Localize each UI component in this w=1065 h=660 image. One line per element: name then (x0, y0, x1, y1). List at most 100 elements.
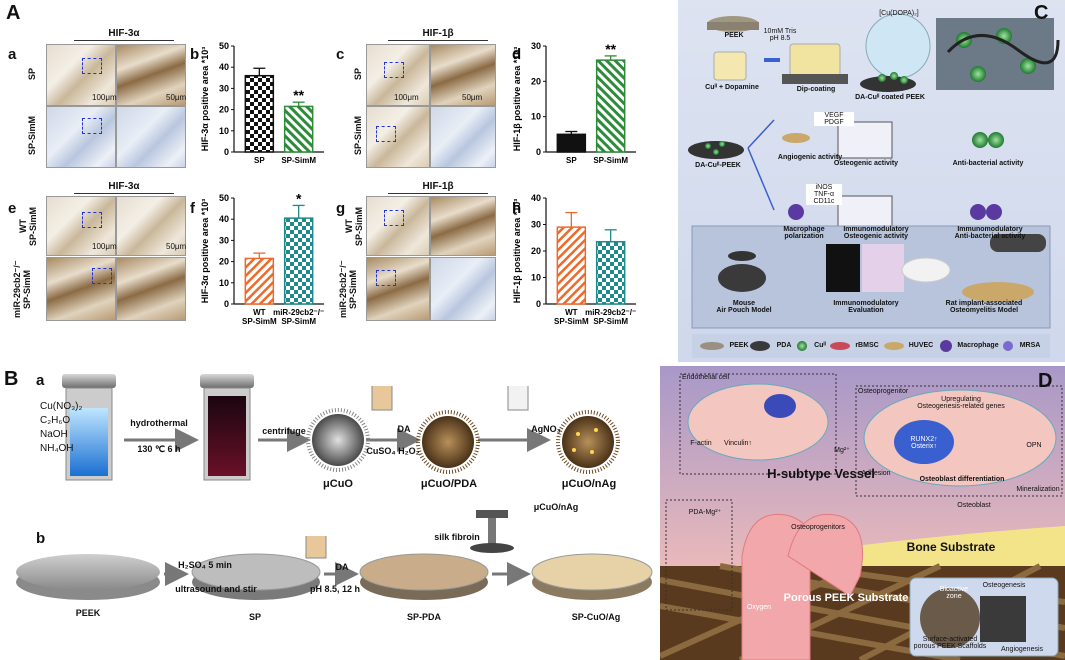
label-angiogenic: Angiogenic activity (777, 154, 843, 161)
significance-marker: ** (605, 41, 616, 57)
label-rat: Rat implant-associated Osteomyelitis Mod… (945, 300, 1023, 314)
dark-solution (208, 396, 246, 476)
spiky-particle (556, 410, 620, 474)
subpanel-letter-f: f (190, 200, 195, 217)
label-macrophage: Macrophage polarization (783, 226, 825, 240)
step-agno3: AgNO₃ (531, 424, 561, 434)
y-tick-label: 30 (531, 220, 541, 230)
micrograph-e2-low (46, 257, 116, 321)
step-h2so4: H₂SO₄ 5 min (178, 560, 232, 570)
label-osteoprogenitor: Osteoprogenitor (858, 388, 909, 395)
micrograph-g1-high (430, 196, 496, 256)
label-oxygen: Oxygen (746, 604, 772, 611)
subpanel-letter-g: g (336, 200, 346, 217)
beaker-icon (507, 386, 529, 411)
reagent-list: Cu(NO₃)₂ C₂H₆O NaOH NH₄OH (40, 400, 82, 456)
y-tick-label: 40 (219, 62, 229, 72)
micrograph-e1-low (46, 196, 116, 256)
label-dip-coating: Dip-coating (796, 86, 836, 93)
y-tick-label: 0 (224, 299, 229, 309)
scale-bar-100: 100μm (92, 242, 117, 251)
y-tick-label: 20 (531, 76, 541, 86)
micrograph-g1-low (366, 196, 430, 256)
micrograph-c1-low (366, 44, 430, 106)
micrograph-a1-high (116, 44, 186, 106)
label-sp-cuo-ag: SP-CuO/Ag (571, 612, 621, 622)
rat-icon (901, 257, 951, 283)
label-vegf: VEGF PDGF (814, 112, 854, 126)
subpanel-letter-c: c (336, 46, 345, 63)
row-label-c2: SP-SimM (353, 115, 363, 155)
spiky-particle (416, 410, 480, 474)
label-sp: SP (248, 612, 261, 622)
product-cuo: μCuO (323, 478, 353, 490)
header-e: HIF-3α (108, 181, 140, 192)
y-tick-label: 50 (219, 41, 229, 51)
y-tick-label: 10 (219, 278, 229, 288)
row-label-c1: SP (353, 68, 363, 81)
y-tick-label: 0 (536, 299, 541, 309)
step-cuso4: CuSO₄ H₂O₂ (366, 446, 420, 456)
y-tick-label: 50 (219, 193, 229, 203)
label-endothelial: Endothelial cell (682, 374, 730, 381)
label-complex: [Cu(DOPA)₂] (879, 10, 919, 17)
x-tick-label: SP-SimM (593, 156, 628, 165)
step-hydrothermal: hydrothermal (130, 418, 188, 428)
subpanel-letter-e: e (8, 200, 17, 217)
complex-sphere (865, 13, 931, 79)
x-tick-label: SP-SimM (281, 156, 316, 165)
network-image (936, 18, 1054, 90)
micrograph-c1-high (430, 44, 496, 106)
y-tick-label: 0 (536, 147, 541, 157)
label-runx2: RUNX2↑ Osterix↑ (910, 436, 938, 450)
panel-letter-b: B (4, 368, 19, 390)
beaker-icon (305, 536, 327, 559)
scale-bar-50: 50μm (462, 93, 483, 102)
bar (595, 59, 626, 153)
label-adhesion: Adhesion (861, 470, 891, 477)
zoom-box (82, 212, 102, 228)
y-axis-label: HIF-3α positive area *10³ (200, 47, 210, 152)
reagent: Cu(NO₃)₂ (40, 401, 83, 412)
step-silk-fibroin: silk fibroin (434, 532, 480, 542)
label-tris: 10mM Tris pH 8.5 (763, 28, 797, 42)
label-osteogenic: Osteogenic activity (833, 160, 899, 167)
micrograph-e1-high (116, 196, 186, 256)
y-tick-label: 30 (219, 235, 229, 245)
micrograph-a1-low (46, 44, 116, 106)
legend-cu: Cuᴵᴵ (814, 342, 826, 349)
label-immuno-anti: Immunomodulatory Anti-bacterial activity (954, 226, 1026, 240)
row-label-e1: WT SP-SimM (18, 206, 38, 246)
bar (283, 105, 314, 153)
panel-letter-d: D (1038, 370, 1053, 392)
zoom-box (376, 126, 396, 142)
header-c: HIF-1β (422, 28, 454, 39)
subpanel-letter-ba: a (36, 372, 45, 389)
significance-marker: * (296, 190, 302, 206)
product-cuo-nag: μCuO/nAg (561, 478, 617, 490)
subpanel-letter-bb: b (36, 530, 46, 547)
y-tick-label: 10 (531, 112, 541, 122)
x-tick-label: SP-SimM (242, 317, 277, 326)
label-sp-pda: SP-PDA (406, 612, 441, 622)
label-vinculin: Vinculin↑ (724, 440, 752, 447)
label-upregulating: Upregulating Osteogenesis-related genes (917, 396, 1005, 410)
label-immuno-eval: Immunomodulatory Evaluation (833, 300, 899, 314)
y-tick-label: 30 (219, 83, 229, 93)
reagent: C₂H₆O (40, 415, 71, 426)
step-da-b: DA (335, 562, 349, 572)
subpanel-letter-a: a (8, 46, 17, 63)
y-tick-label: 10 (531, 273, 541, 283)
x-tick-label: SP-SimM (593, 317, 628, 326)
label-angiogenesis: Angiogenesis (1000, 646, 1044, 653)
y-tick-label: 10 (219, 126, 229, 136)
micrograph-a2-high (116, 106, 186, 168)
row-label-e2: miR-29cb2⁻/⁻ SP-SimM (12, 260, 32, 318)
label-factin: F-actin (690, 440, 712, 447)
legend-macrophage: Macrophage (957, 342, 999, 349)
legend-pda: PDA (776, 342, 792, 349)
micrograph-a2-low (46, 106, 116, 168)
label-peek: PEEK (724, 32, 744, 39)
